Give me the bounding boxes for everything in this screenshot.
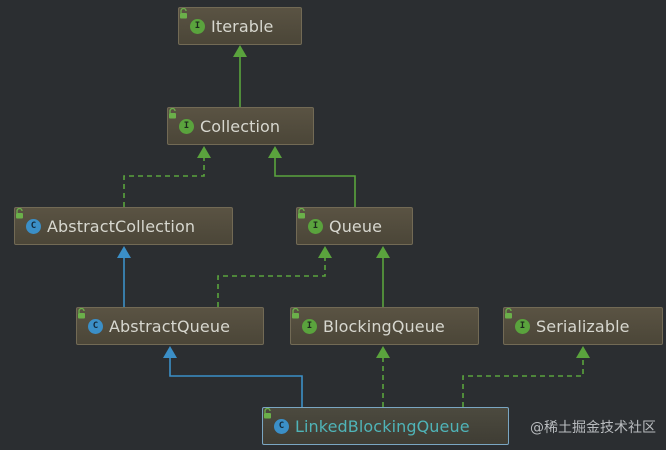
interface-badge-icon: I bbox=[190, 18, 205, 34]
lock-icon bbox=[180, 8, 187, 19]
arrowhead bbox=[117, 246, 131, 258]
class-badge-icon: C bbox=[88, 318, 103, 334]
arrowhead bbox=[376, 346, 390, 358]
arrowhead bbox=[318, 246, 332, 258]
node-label: AbstractQueue bbox=[109, 316, 231, 336]
node-label: Serializable bbox=[536, 316, 630, 336]
node-label: BlockingQueue bbox=[323, 316, 445, 336]
node-linkedblockingqueue[interactable]: C LinkedBlockingQueue bbox=[262, 407, 509, 445]
interface-badge-icon: I bbox=[179, 118, 194, 134]
node-label: AbstractCollection bbox=[47, 216, 196, 236]
interface-badge-icon: I bbox=[515, 318, 530, 334]
node-abstractqueue[interactable]: C AbstractQueue bbox=[76, 307, 264, 345]
class-badge-icon: C bbox=[274, 418, 289, 434]
edge-abstractqueue-queue bbox=[217, 257, 326, 307]
node-label: Collection bbox=[200, 116, 281, 136]
watermark: @稀土掘金技术社区 bbox=[530, 420, 656, 436]
interface-badge-icon: I bbox=[302, 318, 317, 334]
arrowhead bbox=[268, 146, 282, 158]
lock-icon bbox=[264, 408, 271, 419]
node-label: Queue bbox=[329, 216, 383, 236]
lock-icon bbox=[169, 108, 176, 119]
arrowhead bbox=[163, 346, 177, 358]
lock-icon bbox=[16, 208, 23, 219]
edge-abstractcollection-collection bbox=[123, 157, 205, 207]
lock-icon bbox=[78, 308, 85, 319]
node-queue[interactable]: I Queue bbox=[296, 207, 413, 245]
node-blockingqueue[interactable]: I BlockingQueue bbox=[290, 307, 479, 345]
node-collection[interactable]: I Collection bbox=[167, 107, 314, 145]
lock-icon bbox=[298, 208, 305, 219]
arrowhead bbox=[376, 246, 390, 258]
node-serializable[interactable]: I Serializable bbox=[503, 307, 663, 345]
edge-queue-collection bbox=[274, 157, 356, 207]
lock-icon bbox=[505, 308, 512, 319]
interface-badge-icon: I bbox=[308, 218, 323, 234]
arrowhead bbox=[233, 45, 247, 57]
node-label: LinkedBlockingQueue bbox=[295, 416, 470, 436]
edge-linkedblockingqueue-serializable bbox=[462, 357, 584, 407]
class-badge-icon: C bbox=[26, 218, 41, 234]
node-abstractcollection[interactable]: C AbstractCollection bbox=[14, 207, 233, 245]
edge-linkedblockingqueue-abstractqueue bbox=[169, 357, 303, 407]
arrowhead bbox=[197, 146, 211, 158]
arrowhead bbox=[576, 346, 590, 358]
lock-icon bbox=[292, 308, 299, 319]
node-label: Iterable bbox=[211, 16, 274, 36]
node-iterable[interactable]: I Iterable bbox=[178, 7, 302, 45]
